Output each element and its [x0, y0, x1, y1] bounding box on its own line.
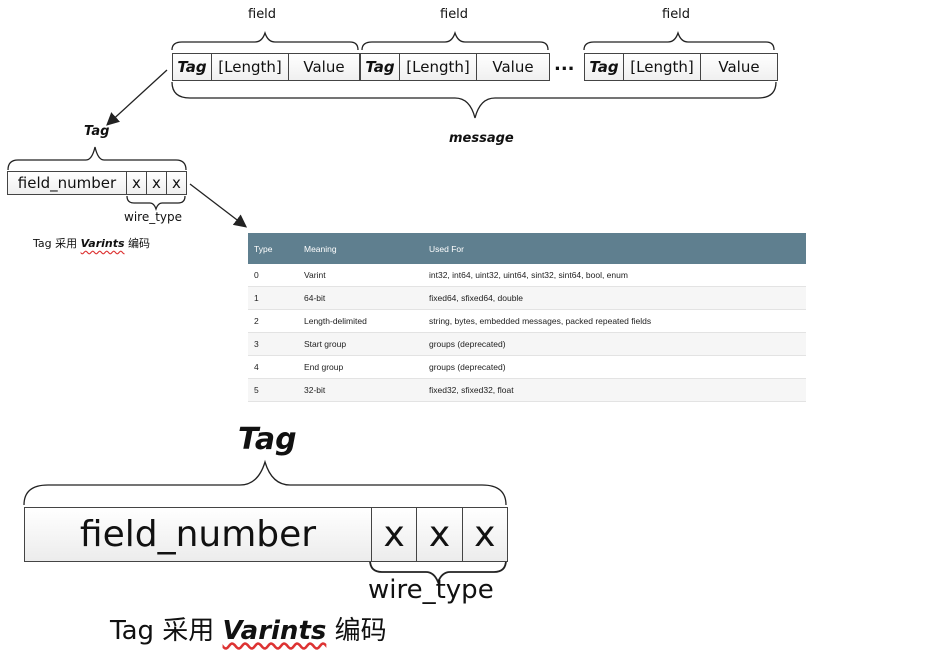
ellipsis: ...: [554, 54, 575, 75]
small-bit-2: x: [147, 172, 167, 194]
field-brace-3: [583, 30, 775, 51]
table-row: 0 Varint int32, int64, uint32, uint64, s…: [248, 264, 806, 287]
cell-used-for: fixed64, sfixed64, double: [423, 286, 806, 310]
cell-type: 4: [248, 355, 298, 379]
field-brace-2: [361, 30, 549, 51]
header-type: Type: [248, 233, 298, 264]
field-box-2: Tag [Length] Value: [360, 53, 550, 81]
field-3-tag: Tag: [585, 54, 624, 80]
field-box-3: Tag [Length] Value: [584, 53, 778, 81]
field-label-3: field: [662, 7, 691, 22]
field-1-value: Value: [303, 58, 345, 76]
small-tag-box: field_number x x x: [7, 171, 187, 195]
small-caption: Tag 采用 Varints 编码: [33, 235, 150, 251]
big-wire-type-label: wire_type: [368, 575, 494, 605]
cell-type: 3: [248, 332, 298, 356]
big-caption-varints: Varints: [222, 616, 327, 646]
table-row: 4 End group groups (deprecated): [248, 355, 806, 379]
cell-type: 1: [248, 286, 298, 310]
cell-meaning: 64-bit: [298, 286, 423, 310]
cell-used-for: groups (deprecated): [423, 355, 806, 379]
table-header-row: Type Meaning Used For: [248, 233, 806, 264]
small-caption-suffix: 编码: [128, 237, 151, 250]
arrow-to-tag: [106, 69, 168, 126]
big-bit-3: x: [474, 514, 496, 555]
message-brace: [171, 81, 777, 119]
message-label: message: [449, 131, 514, 146]
field-2-tag: Tag: [361, 54, 400, 80]
big-bit-1: x: [372, 508, 418, 561]
big-caption-prefix: Tag 采用: [110, 616, 215, 646]
field-brace-1: [171, 30, 359, 51]
small-caption-varints: Varints: [80, 237, 125, 250]
cell-type: 2: [248, 309, 298, 333]
cell-used-for: fixed32, sfixed32, float: [423, 378, 806, 402]
field-1-length: [Length]: [212, 54, 289, 80]
field-3-length: [Length]: [624, 54, 701, 80]
cell-meaning: Length-delimited: [298, 309, 423, 333]
cell-meaning: End group: [298, 355, 423, 379]
header-meaning: Meaning: [298, 233, 423, 264]
cell-meaning: Start group: [298, 332, 423, 356]
big-field-number: field_number: [25, 508, 372, 561]
wire-type-table: Type Meaning Used For 0 Varint int32, in…: [248, 233, 806, 402]
big-tag-brace: [23, 459, 507, 506]
cell-used-for: string, bytes, embedded messages, packed…: [423, 309, 806, 333]
cell-type: 5: [248, 378, 298, 402]
big-caption: Tag 采用 Varints 编码: [110, 610, 387, 647]
small-wire-type-label: wire_type: [124, 210, 183, 224]
small-bit-1: x: [127, 172, 147, 194]
arrow-to-table: [189, 183, 248, 228]
field-2-length: [Length]: [400, 54, 477, 80]
big-caption-suffix: 编码: [334, 616, 387, 646]
small-caption-prefix: Tag 采用: [33, 237, 78, 250]
field-2-value: Value: [492, 58, 534, 76]
small-tag-label: Tag: [84, 124, 110, 139]
field-1-tag: Tag: [173, 54, 212, 80]
small-wire-brace: [126, 195, 186, 212]
field-label-1: field: [248, 7, 277, 22]
big-tag-label: Tag: [238, 422, 297, 457]
cell-used-for: groups (deprecated): [423, 332, 806, 356]
field-label-2: field: [440, 7, 469, 22]
table-row: 5 32-bit fixed32, sfixed32, float: [248, 378, 806, 402]
field-box-1: Tag [Length] Value: [172, 53, 360, 81]
big-wire-brace: [369, 559, 507, 585]
cell-type: 0: [248, 264, 298, 287]
table-row: 2 Length-delimited string, bytes, embedd…: [248, 309, 806, 333]
small-field-number: field_number: [8, 172, 127, 194]
big-bit-2: x: [417, 508, 463, 561]
field-3-value: Value: [718, 58, 760, 76]
table-row: 1 64-bit fixed64, sfixed64, double: [248, 286, 806, 310]
small-bit-3: x: [172, 174, 181, 192]
cell-meaning: 32-bit: [298, 378, 423, 402]
table-row: 3 Start group groups (deprecated): [248, 332, 806, 356]
header-used-for: Used For: [423, 233, 806, 264]
cell-used-for: int32, int64, uint32, uint64, sint32, si…: [423, 264, 806, 287]
cell-meaning: Varint: [298, 264, 423, 287]
big-tag-box: field_number x x x: [24, 507, 508, 562]
small-tag-brace: [7, 146, 187, 171]
